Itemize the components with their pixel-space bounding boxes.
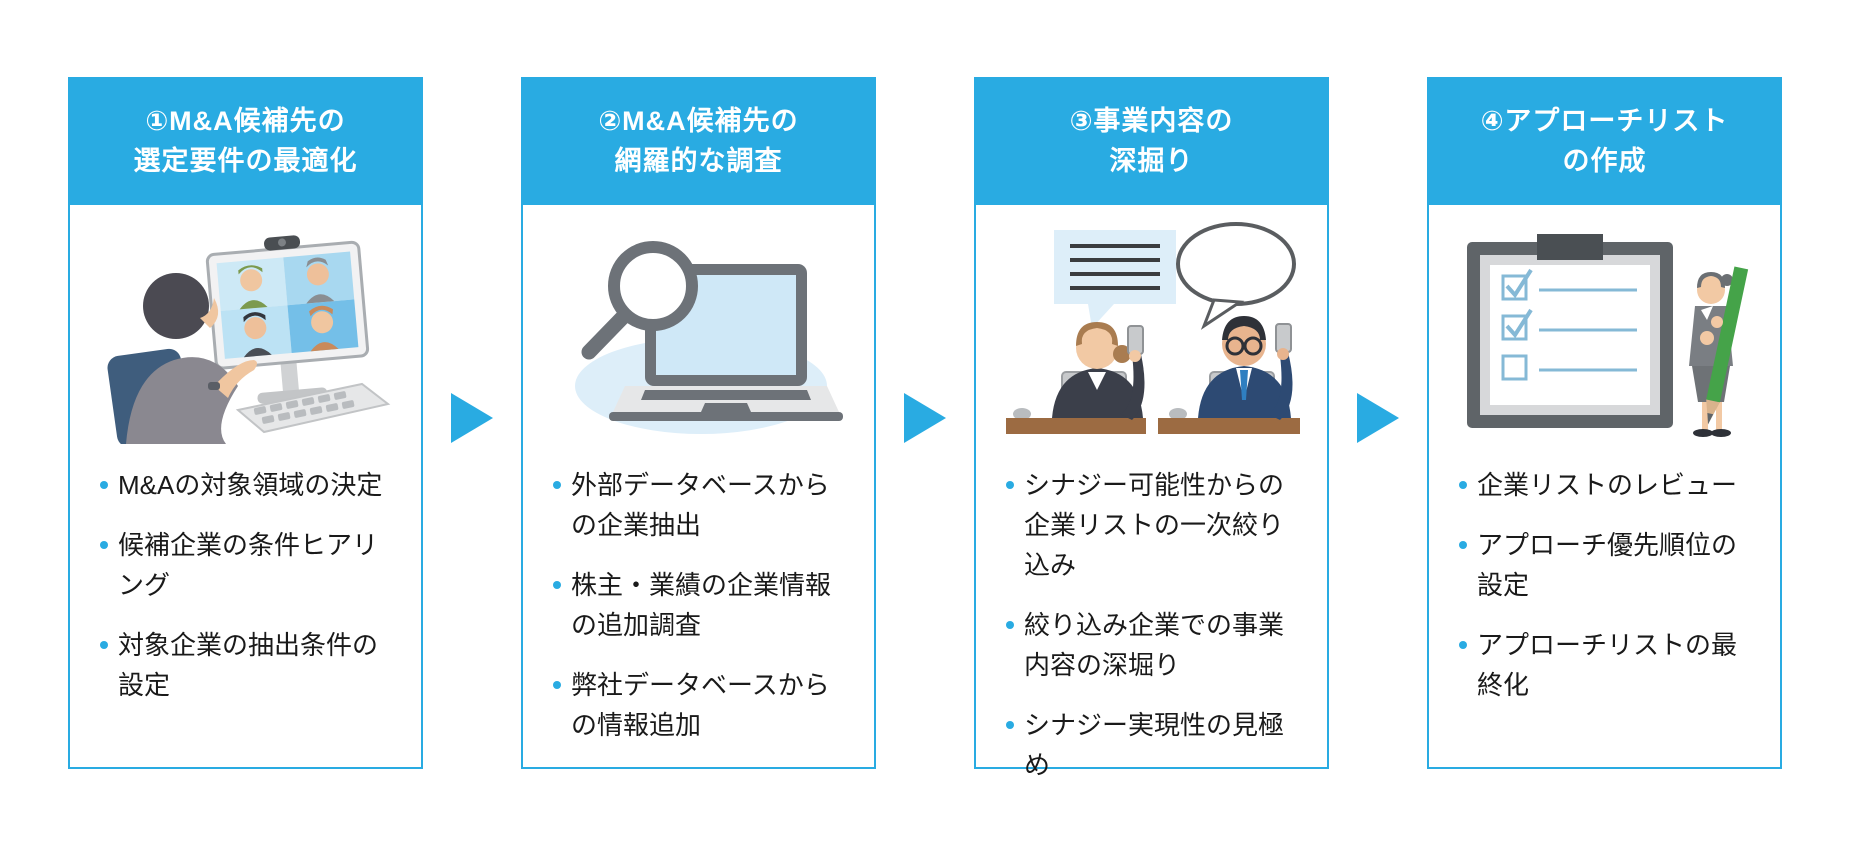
step-1-title-line2: 選定要件の最適化 — [133, 146, 358, 176]
step-1-body: M&Aの対象領域の決定 候補企業の条件ヒアリング 対象企業の抽出条件の設定 — [70, 205, 421, 767]
bullet-icon — [1006, 621, 1014, 629]
step-4-bullet-list: 企業リストのレビュー アプローチ優先順位の設定 アプローチリストの最終化 — [1429, 465, 1780, 725]
step-4-body: 企業リストのレビュー アプローチ優先順位の設定 アプローチリストの最終化 — [1429, 205, 1780, 767]
list-item: M&Aの対象領域の決定 — [100, 465, 397, 505]
arrow-cell — [1329, 393, 1427, 443]
step-1-bullet-list: M&Aの対象領域の決定 候補企業の条件ヒアリング 対象企業の抽出条件の設定 — [70, 465, 421, 725]
ma-process-flow-diagram: ①M&A候補先の 選定要件の最適化 — [68, 77, 1782, 780]
step-card-3: ③事業内容の 深掘り — [974, 77, 1329, 780]
list-item: 絞り込み企業での事業内容の深堀り — [1006, 605, 1303, 685]
step-4-title-line1: ④アプローチリスト — [1480, 106, 1729, 136]
step-3-title-line2: 深掘り — [1109, 146, 1194, 176]
step-2-header: ②M&A候補先の 網羅的な調査 — [521, 77, 876, 205]
step-2-body: 外部データベースからの企業抽出 株主・業績の企業情報の追加調査 弊社データベース… — [523, 205, 874, 767]
list-item: 対象企業の抽出条件の設定 — [100, 625, 397, 705]
list-item: 企業リストのレビュー — [1459, 465, 1756, 505]
next-step-arrow-icon — [1357, 393, 1399, 443]
bullet-icon — [1459, 481, 1467, 489]
step-2-title-line2: 網羅的な調査 — [614, 146, 783, 176]
bullet-icon — [553, 481, 561, 489]
step-3-bullet-list: シナジー可能性からの企業リストの一次絞り込み 絞り込み企業での事業内容の深堀り … — [976, 465, 1327, 805]
step-4-title-line2: の作成 — [1562, 146, 1647, 176]
bullet-icon — [553, 581, 561, 589]
next-step-arrow-icon — [451, 393, 493, 443]
list-item: 弊社データベースからの情報追加 — [553, 665, 850, 745]
business-discussion-illustration — [976, 211, 1327, 447]
list-item: アプローチ優先順位の設定 — [1459, 525, 1756, 605]
step-card-2: ②M&A候補先の 網羅的な調査 — [521, 77, 876, 769]
bullet-icon — [100, 641, 108, 649]
step-4-header: ④アプローチリスト の作成 — [1427, 77, 1782, 205]
bullet-icon — [553, 681, 561, 689]
step-3-header: ③事業内容の 深掘り — [974, 77, 1329, 205]
list-item: シナジー可能性からの企業リストの一次絞り込み — [1006, 465, 1303, 585]
step-1-title-line1: ①M&A候補先の — [145, 106, 346, 136]
step-card-4: ④アプローチリスト の作成 — [1427, 77, 1782, 769]
list-item: 候補企業の条件ヒアリング — [100, 525, 397, 605]
bullet-icon — [100, 541, 108, 549]
step-card-1: ①M&A候補先の 選定要件の最適化 — [68, 77, 423, 769]
step-3-title-line1: ③事業内容の — [1069, 106, 1234, 136]
step-2-bullet-list: 外部データベースからの企業抽出 株主・業績の企業情報の追加調査 弊社データベース… — [523, 465, 874, 765]
bullet-icon — [1459, 541, 1467, 549]
list-item: アプローチリストの最終化 — [1459, 625, 1756, 705]
step-2-title-line1: ②M&A候補先の — [598, 106, 799, 136]
step-3-body: シナジー可能性からの企業リストの一次絞り込み 絞り込み企業での事業内容の深堀り … — [976, 205, 1327, 805]
bullet-icon — [100, 481, 108, 489]
video-conference-illustration — [70, 211, 421, 447]
bullet-icon — [1006, 721, 1014, 729]
bullet-icon — [1006, 481, 1014, 489]
next-step-arrow-icon — [904, 393, 946, 443]
list-item: シナジー実現性の見極め — [1006, 705, 1303, 785]
arrow-cell — [423, 393, 521, 443]
list-item: 外部データベースからの企業抽出 — [553, 465, 850, 545]
arrow-cell — [876, 393, 974, 443]
checklist-illustration — [1429, 211, 1780, 447]
step-1-header: ①M&A候補先の 選定要件の最適化 — [68, 77, 423, 205]
search-laptop-illustration — [523, 211, 874, 447]
list-item: 株主・業績の企業情報の追加調査 — [553, 565, 850, 645]
bullet-icon — [1459, 641, 1467, 649]
